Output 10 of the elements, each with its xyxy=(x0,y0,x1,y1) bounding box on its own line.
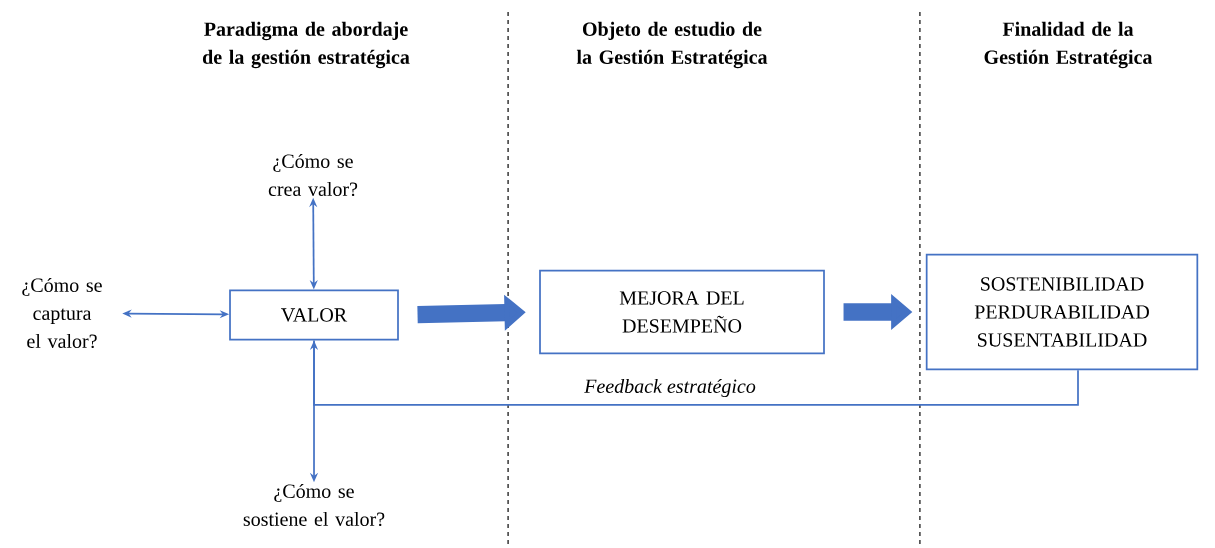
text-box: VALOR xyxy=(229,289,399,341)
column-heading: Paradigma de abordaje de la gestión estratégica xyxy=(202,21,410,69)
column-heading: Finalidad de la Gestión Estratégica xyxy=(984,21,1153,69)
question-text: ¿Cómo se sostiene el valor? xyxy=(243,483,385,527)
text-box: MEJORA DEL DESEMPEÑO xyxy=(539,269,825,355)
column-heading: Objeto de estudio de la Gestión Estratégica xyxy=(576,21,768,69)
edge-label: Feedback estratégico xyxy=(582,377,758,399)
question-text: ¿Cómo se crea valor? xyxy=(268,153,358,197)
question-text: ¿Cómo se captura el valor? xyxy=(22,277,102,349)
text-box: SOSTENIBILIDAD PERDURABILIDAD SUSENTABILIDAD xyxy=(925,253,1199,371)
